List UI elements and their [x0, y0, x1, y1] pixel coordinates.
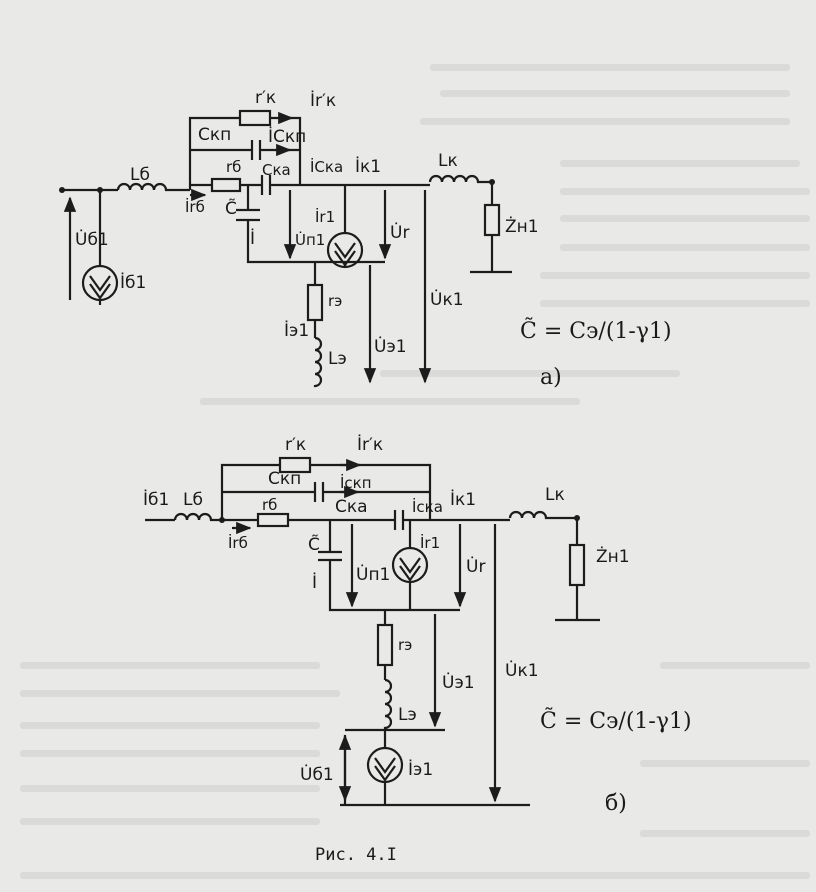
capacitor-cka	[393, 510, 405, 530]
label-lk: Lк	[545, 485, 565, 505]
input-terminal	[59, 187, 65, 193]
label-i-cka: İска	[412, 497, 443, 516]
resistor-re	[376, 623, 394, 667]
resistor-rk-prime	[278, 456, 312, 474]
circuit-a: r′к İr′к Cкп İCкп rб Cка İCка İк1 Lк Lб …	[59, 88, 672, 390]
label-i-ckp: İскп	[340, 473, 372, 492]
current-source-ie1	[366, 746, 404, 784]
label-up1: U̇п1	[295, 230, 325, 249]
label-ub1: U̇б1	[300, 764, 334, 785]
label-up1: U̇п1	[356, 564, 390, 585]
label-b: б)	[605, 791, 627, 816]
label-ue1: U̇э1	[374, 336, 407, 357]
label-i-tilde: İ	[250, 228, 255, 249]
label-zn1: Żн1	[505, 216, 539, 237]
label-le: Lэ	[398, 705, 417, 725]
label-uk1: U̇к1	[430, 289, 464, 310]
capacitor-ckp	[313, 482, 325, 502]
capacitor-ckp	[250, 140, 262, 160]
label-re: rэ	[398, 636, 412, 654]
figure-caption: Рис. 4.I	[315, 845, 397, 865]
label-zn1: Żн1	[596, 546, 630, 567]
label-ckp: Cкп	[198, 125, 231, 145]
label-ik1: İк1	[355, 156, 381, 177]
label-rb: rб	[226, 158, 241, 176]
label-cka: Cка	[335, 497, 368, 517]
label-cka: Cка	[262, 161, 291, 179]
formula-b: C̃ = Cэ/(1-γ1)	[540, 708, 692, 734]
label-i-rk-prime: İr′к	[310, 90, 336, 111]
label-ub1: U̇б1	[75, 229, 109, 250]
capacitor-c-tilde	[236, 208, 260, 222]
label-ue1: U̇э1	[442, 672, 475, 693]
label-i-cka: İCка	[310, 157, 343, 176]
resistor-re	[306, 283, 324, 322]
label-i-ckp: İCкп	[268, 126, 306, 147]
inductor-lb	[116, 182, 190, 192]
label-ir1: İr1	[315, 207, 335, 226]
capacitor-c-tilde	[318, 550, 342, 562]
label-ie1: İэ1	[408, 759, 433, 780]
load-zn1	[568, 543, 586, 587]
inductor-le	[313, 336, 323, 388]
resistor-rb	[256, 512, 290, 528]
label-ib1: İб1	[120, 272, 146, 293]
label-ckp: Cкп	[268, 469, 301, 489]
current-source-ib1	[81, 264, 119, 302]
label-ib1: İб1	[143, 489, 169, 510]
resistor-rk-prime	[238, 109, 272, 127]
label-rb: rб	[262, 496, 277, 514]
label-a: а)	[540, 365, 562, 390]
label-c-tilde: C̃	[225, 198, 237, 219]
label-ir1: İr1	[420, 533, 440, 552]
label-rk-prime: r′к	[255, 88, 276, 108]
inductor-lk	[428, 174, 494, 272]
label-c-tilde: C̃	[308, 534, 320, 555]
label-le: Lэ	[328, 349, 347, 369]
label-lb: Lб	[130, 165, 150, 185]
circuit-b: r′к İr′к Cкп İскп rб Cка İска İк1 Lк Lб …	[143, 434, 692, 816]
inductor-lb	[173, 512, 222, 522]
label-irb: İrб	[185, 197, 205, 216]
formula-a: C̃ = Cэ/(1-γ1)	[520, 318, 672, 344]
inductor-le	[383, 678, 393, 730]
label-lb: Lб	[183, 490, 203, 510]
label-i-tilde: İ	[312, 572, 317, 593]
label-re: rэ	[328, 292, 342, 310]
label-ik1: İк1	[450, 489, 476, 510]
current-source-ir1	[326, 231, 364, 269]
inductor-lk	[508, 510, 579, 620]
label-ie1: İэ1	[284, 320, 309, 341]
label-uk1: U̇к1	[505, 660, 539, 681]
label-i-rk-prime: İr′к	[357, 434, 383, 455]
label-rk-prime: r′к	[285, 435, 306, 455]
label-lk: Lк	[438, 151, 458, 171]
label-ur: U̇r	[390, 222, 409, 243]
current-source-ir1	[391, 546, 429, 584]
resistor-rb	[210, 177, 242, 193]
label-irb: İrб	[228, 533, 248, 552]
load-zn1	[483, 203, 501, 237]
capacitor-cka	[260, 175, 272, 195]
label-ur: U̇r	[466, 556, 485, 577]
